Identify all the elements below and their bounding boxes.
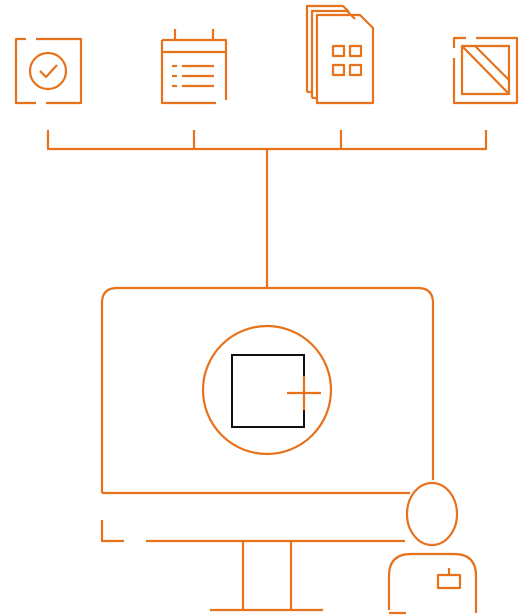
monitor-icon [102, 288, 433, 610]
add-window-icon [203, 326, 331, 454]
connector-tree-icon [48, 130, 486, 288]
image-crop-icon [454, 38, 517, 103]
checkmark-circle-icon [16, 39, 81, 103]
user-person-icon [389, 483, 476, 613]
stacked-documents-grid-icon [307, 6, 373, 103]
calendar-list-icon [162, 29, 226, 103]
